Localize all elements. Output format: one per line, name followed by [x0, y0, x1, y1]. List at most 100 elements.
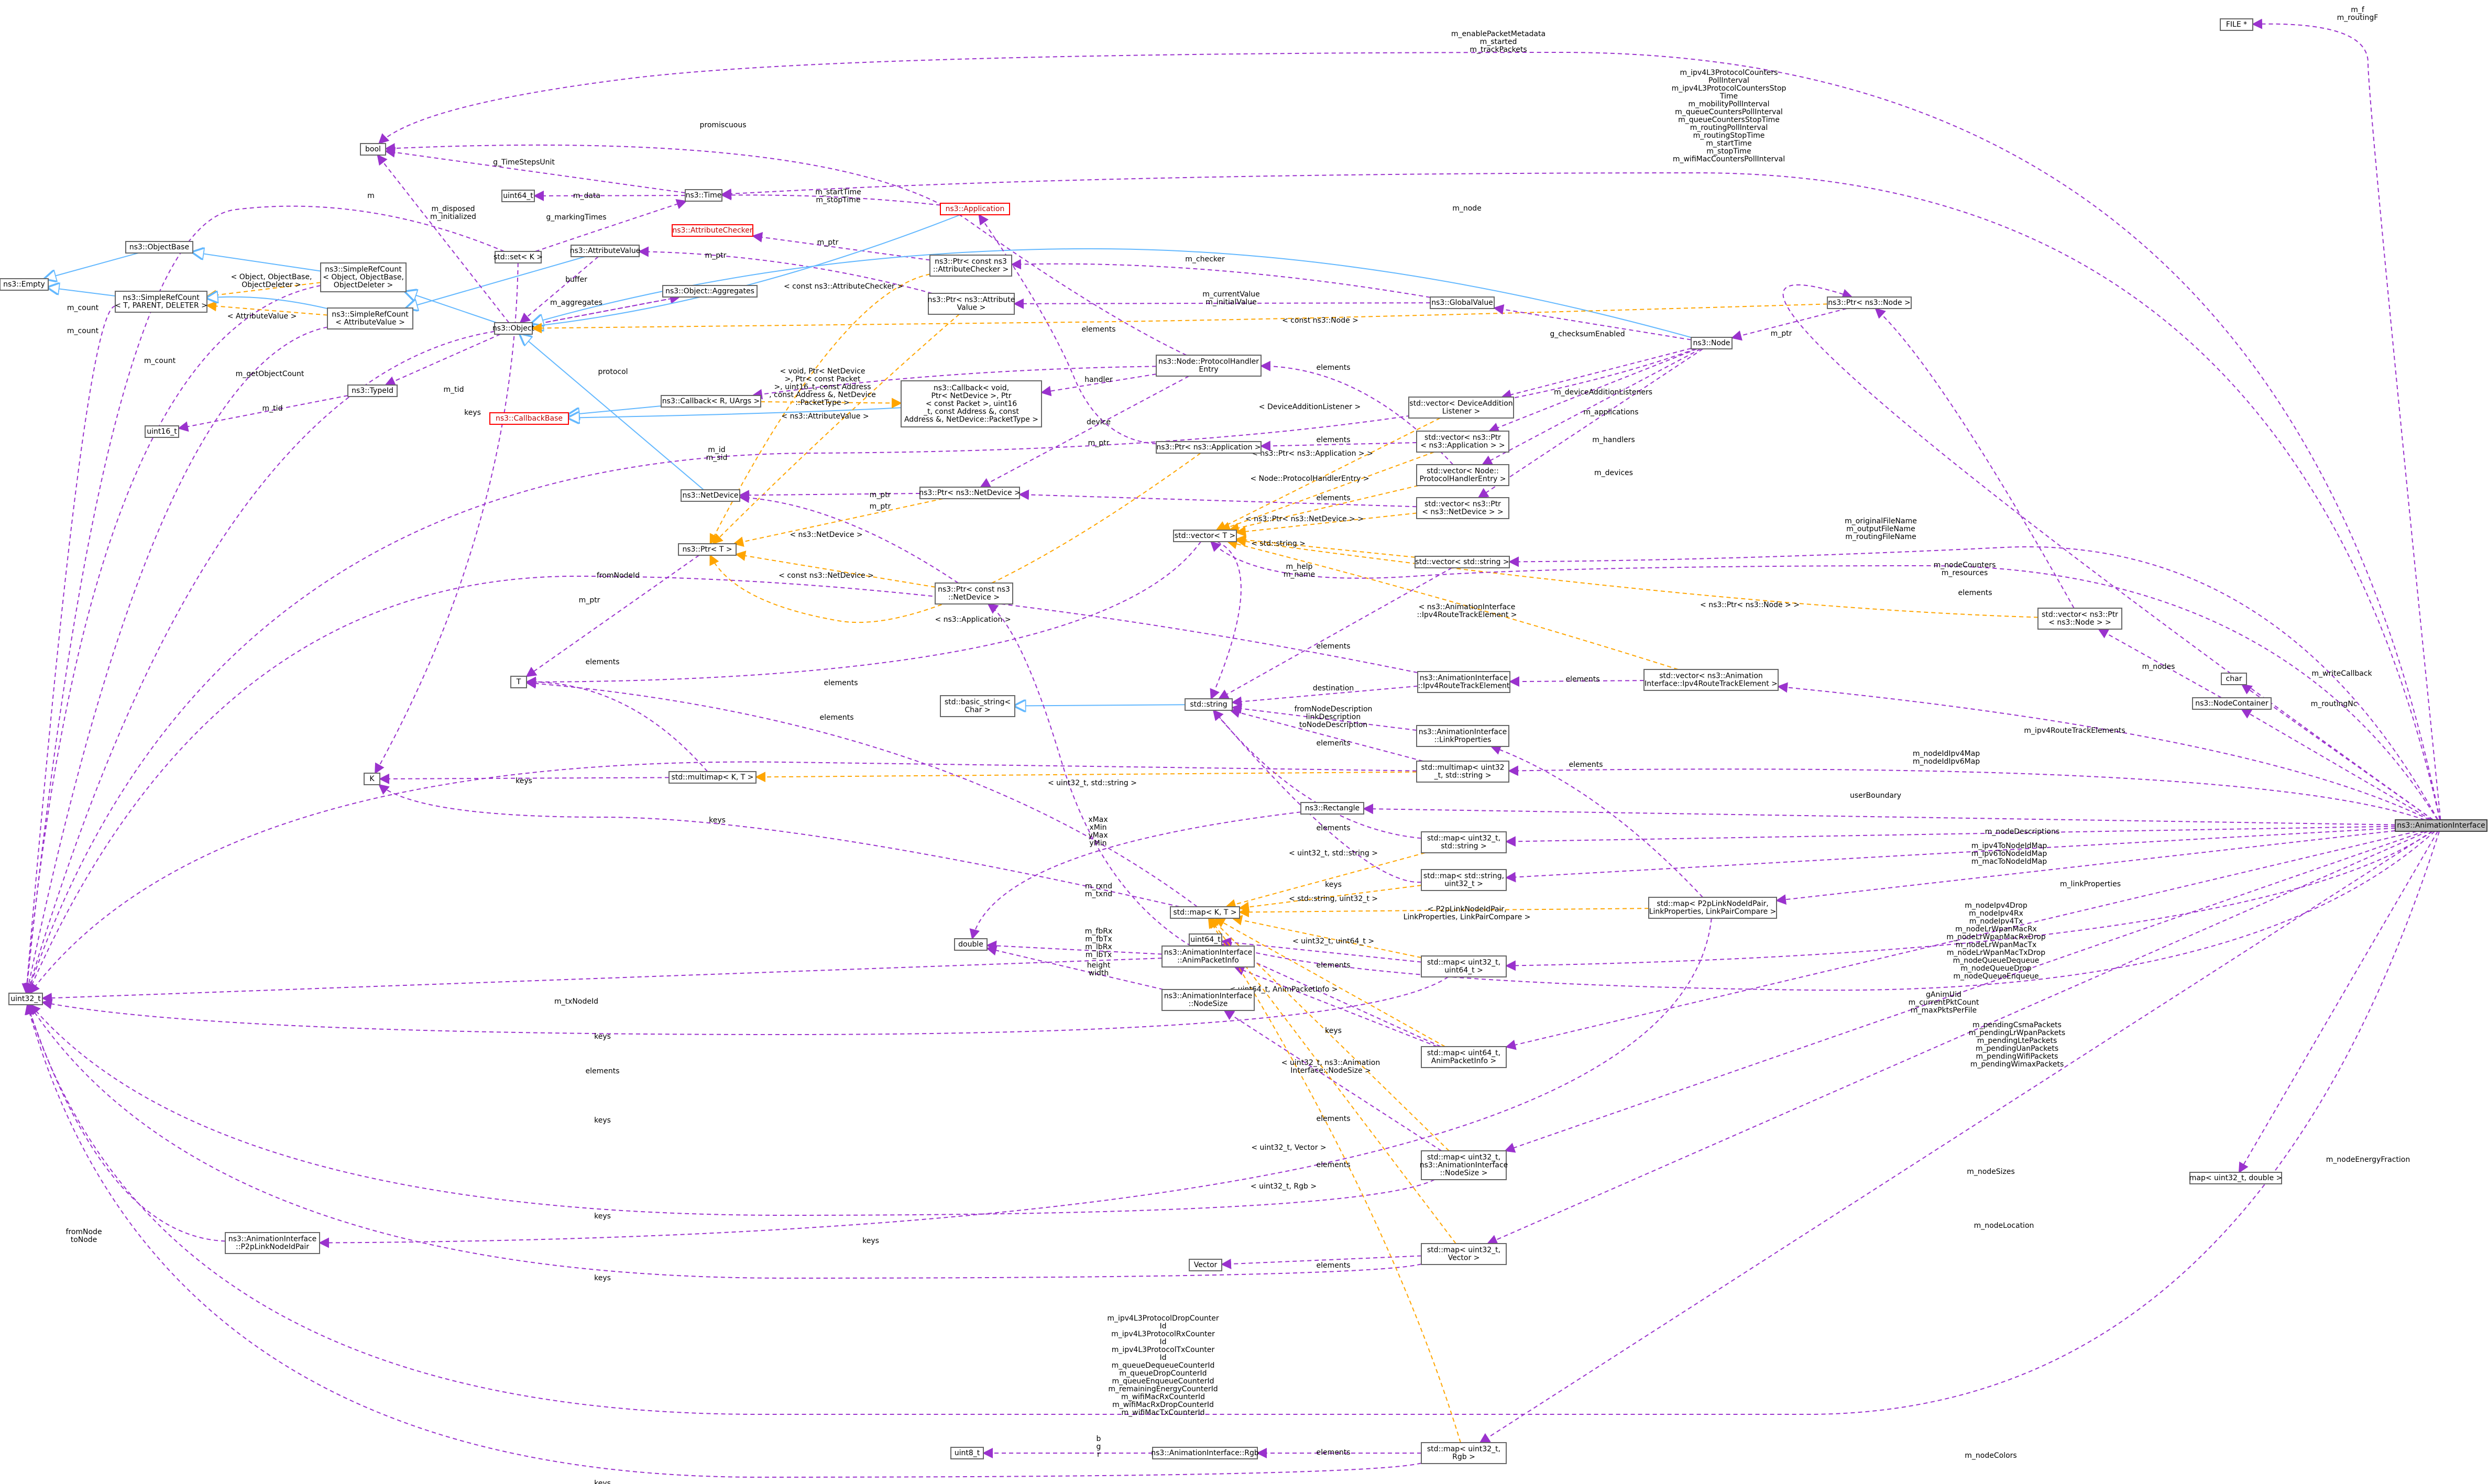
class-node-uint8[interactable]: uint8_t: [950, 1447, 984, 1459]
class-node-callback[interactable]: ns3::Callback< R, UArgs >: [661, 395, 761, 408]
class-node-stdset[interactable]: std::set< K >: [494, 251, 543, 263]
edge-label: m_ptr: [579, 596, 600, 604]
edge-label-line: m_macToNodeIdMap: [1971, 858, 2047, 866]
class-node-mapU32Vec[interactable]: std::map< uint32_t,Vector >: [1421, 1243, 1507, 1265]
class-node-ptrChecker[interactable]: ns3::Ptr< const ns3::AttributeChecker >: [929, 255, 1012, 277]
class-node-label: Char >: [964, 706, 990, 714]
class-node-attrval[interactable]: ns3::AttributeValue: [570, 245, 641, 257]
class-node-mapU32NodeSize[interactable]: std::map< uint32_t,ns3::AnimationInterfa…: [1420, 1150, 1508, 1180]
edge-label: elements: [1316, 364, 1350, 372]
edge-animPacketInfo-to-double: [986, 940, 1163, 955]
class-node-box: [1161, 946, 1255, 968]
class-node-rectangle[interactable]: ns3::Rectangle: [1300, 802, 1364, 815]
edge-label: m_deviceAdditionListeners: [1554, 388, 1652, 397]
class-node-vecDevAddListener[interactable]: std::vector< DeviceAdditionListener >: [1408, 397, 1514, 419]
class-node-callbackbase[interactable]: ns3::CallbackBase: [489, 412, 569, 425]
edge-line: [21, 305, 116, 994]
class-node-srcAttr[interactable]: ns3::SimpleRefCount< AttributeValue >: [327, 307, 413, 329]
class-node-vector[interactable]: Vector: [1189, 1259, 1222, 1271]
class-node-typeid[interactable]: ns3::TypeId: [347, 384, 398, 397]
class-node-bool[interactable]: bool: [360, 143, 386, 156]
class-node-protoHandler[interactable]: ns3::Node::ProtocolHandlerEntry: [1156, 355, 1262, 377]
class-node-object[interactable]: ns3::Object: [492, 322, 535, 335]
class-node-double[interactable]: double: [954, 938, 988, 951]
class-node-cbVoid[interactable]: ns3::Callback< void,Ptr< NetDevice >, Pt…: [901, 380, 1042, 427]
class-node-multimapU32Str[interactable]: std::multimap< uint32_t, std::string >: [1416, 761, 1509, 783]
class-node-ptrConstNetDev[interactable]: ns3::Ptr< const ns3::NetDevice >: [935, 582, 1013, 604]
class-node-label: std::vector< T >: [1175, 532, 1235, 540]
class-node-empty[interactable]: ns3::Empty: [0, 278, 49, 291]
class-node-ptrT[interactable]: ns3::Ptr< T >: [678, 543, 737, 556]
class-node-label: ns3::AnimationInterface::Rgb: [1151, 1449, 1259, 1457]
class-node-mapP2p[interactable]: std::map< P2pLinkNodeIdPair,LinkProperti…: [1648, 897, 1777, 919]
class-node-stdstring[interactable]: std::string: [1185, 698, 1233, 711]
edge-label: m_nodeLocation: [1974, 1222, 2034, 1230]
class-node-objectbase[interactable]: ns3::ObjectBase: [125, 241, 193, 254]
class-node-char[interactable]: char: [2221, 673, 2247, 685]
edge-line: [1226, 538, 1679, 670]
class-node-ptrNetDev[interactable]: ns3::Ptr< ns3::NetDevice >: [919, 487, 1021, 499]
class-node-mapU32U64[interactable]: std::map< uint32_t,uint64_t >: [1421, 955, 1507, 977]
class-node-ipv4Route[interactable]: ns3::AnimationInterface::Ipv4RouteTrackE…: [1417, 671, 1510, 693]
class-node-ptrNode[interactable]: ns3::Ptr< ns3::Node >: [1827, 296, 1912, 309]
class-node-rgb[interactable]: ns3::AnimationInterface::Rgb: [1151, 1447, 1259, 1459]
edge-label: m_nodes: [2142, 663, 2175, 671]
class-node-label: ::Ipv4RouteTrackElement: [1418, 682, 1510, 690]
edge-anim-to-mapU32Str: [1505, 826, 2396, 847]
class-node-vecPtrNetDev[interactable]: std::vector< ns3::Ptr< ns3::NetDevice > …: [1416, 497, 1509, 519]
class-node-vecPtrApp[interactable]: std::vector< ns3::Ptr< ns3::Application …: [1416, 431, 1509, 453]
class-node-netdevice[interactable]: ns3::NetDevice: [681, 489, 740, 502]
class-node-multimapKT[interactable]: std::multimap< K, T >: [668, 771, 757, 784]
edge-label-line: m_enablePacketMetadata: [1451, 30, 1546, 38]
class-node-vecIpv4Route[interactable]: std::vector< ns3::AnimationInterface::Ip…: [1643, 669, 1779, 691]
class-node-mapStrU32[interactable]: std::map< std::string,uint32_t >: [1421, 869, 1507, 891]
class-node-uint64a[interactable]: uint64_t: [501, 190, 535, 202]
class-node-nodeSize[interactable]: ns3::AnimationInterface::NodeSize: [1161, 989, 1255, 1011]
class-node-application[interactable]: ns3::Application: [940, 203, 1010, 215]
class-node-mapU32Str[interactable]: std::map< uint32_t,std::string >: [1421, 831, 1507, 853]
class-node-label: std::string: [1190, 700, 1227, 709]
class-node-file[interactable]: FILE *: [2220, 18, 2253, 31]
class-node-time[interactable]: ns3::Time: [685, 189, 722, 202]
class-node-globalvalue[interactable]: ns3::GlobalValue: [1430, 296, 1495, 309]
class-node-uint16[interactable]: uint16_t: [145, 425, 179, 438]
class-node-srcT[interactable]: ns3::SimpleRefCount< T, PARENT, DELETER …: [115, 291, 207, 313]
class-node-ptrApp[interactable]: ns3::Ptr< ns3::Application >: [1156, 441, 1262, 454]
class-node-mapU32Rgb[interactable]: std::map< uint32_t,Rgb >: [1421, 1442, 1507, 1464]
class-node-node[interactable]: ns3::Node: [1691, 337, 1733, 349]
edge-label-line: m_ipv4ToNodeIdMap: [1971, 842, 2047, 850]
class-node-mapKT[interactable]: std::map< K, T >: [1170, 906, 1240, 919]
edge-line: [1015, 705, 1186, 706]
class-node-K[interactable]: K: [364, 773, 380, 785]
class-node-attrchecker[interactable]: ns3::AttributeChecker: [672, 224, 753, 237]
class-node-anim[interactable]: ns3::AnimationInterface: [2395, 819, 2487, 832]
class-node-uint32[interactable]: uint32_t: [8, 993, 43, 1005]
class-node-vecString[interactable]: std::vector< std::string >: [1415, 556, 1510, 568]
edge-label: < ns3::Ptr< ns3::Node > >: [1700, 601, 1800, 609]
class-node-p2pPair[interactable]: ns3::AnimationInterface::P2pLinkNodeIdPa…: [225, 1232, 320, 1254]
class-node-mapU64Anim[interactable]: std::map< uint64_t,AnimPacketInfo >: [1421, 1046, 1507, 1068]
class-node-linkProps[interactable]: ns3::AnimationInterface::LinkProperties: [1416, 725, 1509, 747]
edge-label-line: device: [1087, 418, 1111, 426]
edge-anim-to-mapP2p: [1775, 830, 2396, 905]
class-node-label: < AttributeValue >: [335, 318, 405, 327]
edge-label: m_node: [1452, 204, 1482, 213]
class-node-basicString[interactable]: std::basic_string<Char >: [940, 695, 1015, 717]
edge-line: [1210, 541, 1242, 700]
edge-label: m_aggregates: [550, 299, 602, 307]
class-node-mapU32Double[interactable]: map< uint32_t, double >: [2189, 1172, 2283, 1184]
class-node-uint64b[interactable]: uint64_t: [1189, 933, 1222, 946]
class-node-animPacketInfo[interactable]: ns3::AnimationInterface::AnimPacketInfo: [1161, 946, 1255, 968]
class-node-srcObj[interactable]: ns3::SimpleRefCount< Object, ObjectBase,…: [320, 262, 407, 292]
class-node-vecPtrNode[interactable]: std::vector< ns3::Ptr< ns3::Node > >: [2037, 608, 2122, 630]
class-node-nodeContainer[interactable]: ns3::NodeContainer: [2192, 697, 2272, 710]
class-node-label: double: [958, 940, 983, 949]
class-node-aggregates[interactable]: ns3::Object::Aggregates: [662, 285, 758, 298]
class-node-ptrAttrVal[interactable]: ns3::Ptr< ns3::AttributeValue >: [928, 293, 1015, 315]
edge-label-line: elements: [1316, 961, 1350, 970]
class-node-vecProtoHandler[interactable]: std::vector< Node::ProtocolHandlerEntry …: [1416, 464, 1509, 486]
class-node-stdvectorT[interactable]: std::vector< T >: [1173, 530, 1237, 542]
class-node-T[interactable]: T: [510, 676, 527, 688]
edge-label-line: b: [1097, 1435, 1101, 1443]
